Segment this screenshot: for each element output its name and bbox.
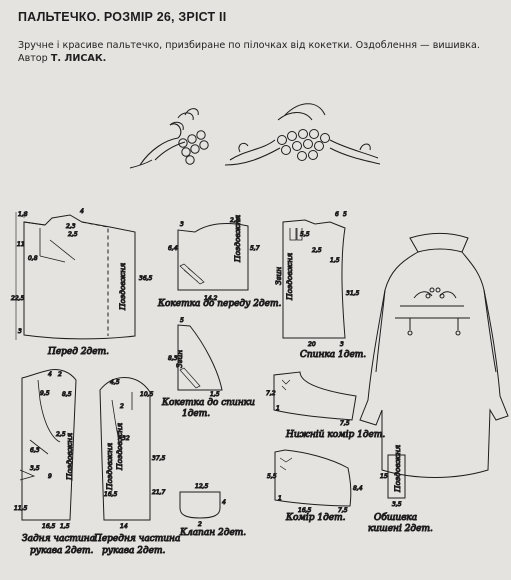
lower-collar-label: Нижній комір 1дет. [285, 430, 385, 440]
front-dim-3: 2,3 [66, 223, 76, 230]
collar-dim-3: 7,5 [338, 507, 348, 514]
lower-collar-dim-1: 7,2 [266, 390, 276, 397]
sleeve-front-dim-7: 16,5 [104, 491, 118, 498]
sleeve-front-dim-2: 10,5 [140, 391, 154, 398]
back-dim-7: 20 [308, 341, 316, 348]
pocket-trim-label-2: кишені 2дет. [368, 524, 433, 534]
back-yoke-dim-1: 5 [180, 317, 184, 324]
pocket-trim-dim-2: 3,5 [392, 501, 402, 508]
front-dim-5: 0,8 [28, 255, 38, 262]
sleeve-back-dim-8: 9 [48, 473, 52, 480]
collar-dim-1: 5,5 [267, 473, 277, 480]
sleeve-back-dim-3: 8,5 [62, 391, 72, 398]
sleeve-front-grain-label-2: Поздовжня [115, 423, 124, 471]
pattern-collar: 5,5 16,5 7,5 8,4 1 Комір 1дет. [267, 449, 363, 524]
pattern-front-yoke: 6,4 5,7 14,2 3 2,5 Поздовжня Кокетка до … [157, 214, 282, 309]
back-yoke-dim-2: 8,3 [168, 355, 178, 362]
flap-dim-2: 4 [222, 499, 226, 506]
embroidery-left [129, 108, 209, 169]
back-dim-2: 5 [343, 211, 347, 218]
sleeve-front-dim-5: 37,5 [152, 455, 166, 462]
sleeve-front-dim-4: 32 [122, 435, 130, 442]
sleeve-front-dim-6: 21,7 [152, 489, 166, 496]
sleeve-front-dim-3: 2 [120, 403, 124, 410]
front-yoke-grain-label: Поздовжня [233, 215, 242, 263]
back-dim-5: 5,5 [300, 231, 310, 238]
coat-illustration [359, 233, 509, 478]
pattern-flap: 12,5 4 2 Клапан 2дет. [179, 483, 247, 539]
pocket-trim-dim-1: 15 [380, 473, 388, 480]
collar-label: Комір 1дет. [285, 513, 346, 523]
front-dim-9: 3 [18, 328, 22, 335]
front-dim-2: 4 [80, 208, 84, 215]
sleeve-back-dim-10: 1,5 [60, 523, 70, 530]
pattern-sleeve-front: 4,5 10,5 2 32 37,5 21,7 16,5 14 Поздовжн… [93, 377, 181, 557]
front-dim-8: 36,5 [139, 275, 153, 282]
pattern-lower-collar: 7,2 1 7,5 Нижній комір 1дет. [266, 371, 386, 441]
page-description: Зручне і красиве пальтечко, призбиране п… [18, 40, 498, 65]
flap-label: Клапан 2дет. [179, 528, 246, 538]
pocket-trim-label-1: Обшивка [374, 512, 417, 523]
collar-dim-5: 1 [278, 495, 282, 502]
sleeve-back-dim-1: 4 [48, 371, 52, 378]
lower-collar-dim-3: 7,5 [340, 420, 350, 427]
sleeve-back-label-1: Задня частина [22, 534, 95, 544]
back-dim-1: 6 [335, 211, 339, 218]
back-label: Спинка 1дет. [300, 350, 366, 360]
front-dim-1: 1,8 [18, 211, 28, 218]
front-yoke-label: Кокетка до переду 2дет. [157, 299, 281, 309]
sleeve-back-dim-7: 3,5 [30, 465, 40, 472]
pattern-front: 1,8 4 2,3 2,5 0,8 11 22,5 36,5 3 Поздовж… [11, 208, 154, 358]
sleeve-back-dim-11: 11,5 [14, 505, 28, 512]
sleeve-back-dim-4: 9,5 [40, 390, 50, 397]
sleeve-front-dim-1: 4,5 [110, 379, 120, 386]
sleeve-back-dim-9: 16,5 [42, 523, 56, 530]
front-dim-4: 2,5 [68, 231, 78, 238]
flap-dim-1: 12,5 [195, 483, 209, 490]
pocket-trim-grain-label: Поздовжня [393, 445, 402, 493]
back-fold-label: Згин [274, 267, 283, 285]
back-dim-6: 31,5 [346, 290, 360, 297]
back-yoke-fold-label: Згин [175, 350, 184, 368]
front-dim-7: 22,5 [11, 295, 25, 302]
sleeve-back-label-2: рукава 2дет. [30, 546, 93, 556]
flap-dim-3: 2 [198, 521, 202, 528]
front-yoke-dim-5: 2,5 [230, 217, 240, 224]
sleeve-front-label-1: Передня частина [93, 534, 180, 544]
pattern-sleeve-back: 4 2 8,5 9,5 6,3 2,5 3,5 9 16,5 1,5 11,5 … [14, 369, 96, 557]
lower-collar-dim-2: 1 [276, 405, 280, 412]
sleeve-front-dim-8: 14 [120, 523, 128, 530]
front-label: Перед 2дет. [47, 347, 109, 357]
back-yoke-dim-3: 1,5 [210, 391, 220, 398]
sleeve-back-dim-2: 2 [58, 371, 62, 378]
back-yoke-count: 1дет. [182, 409, 210, 419]
collar-dim-2: 16,5 [298, 507, 312, 514]
author-name: Т. ЛИСАК. [50, 52, 107, 64]
sleeve-back-grain-label: Поздовжня [65, 433, 74, 481]
pattern-back: 6 5 2,5 1,5 5,5 31,5 20 3 Згин Поздовжня… [274, 211, 367, 361]
pattern-pocket-trim: 15 3,5 Поздовжня Обшивка кишені 2дет. [368, 444, 434, 534]
page-title: ПАЛЬТЕЧКО. РОЗМІР 26, ЗРІСТ ІІ [18, 10, 227, 24]
back-grain-label: Поздовжня [285, 253, 294, 301]
sleeve-back-dim-6: 2,5 [56, 431, 66, 438]
embroidery-center [224, 103, 381, 166]
front-yoke-dim-2: 5,7 [250, 245, 260, 252]
sleeve-front-label-2: рукава 2дет. [102, 546, 165, 556]
back-dim-3: 2,5 [312, 247, 322, 254]
description-text: Зручне і красиве пальтечко, призбиране п… [18, 40, 480, 64]
pattern-back-yoke: 5 8,3 1,5 Згин Кокетка до спинки 1дет. [161, 317, 256, 420]
sleeve-back-dim-5: 6,3 [30, 447, 40, 454]
front-grain-label: Поздовжня [118, 263, 127, 311]
collar-dim-4: 8,4 [353, 485, 363, 492]
back-dim-4: 1,5 [330, 257, 340, 264]
front-yoke-dim-1: 6,4 [168, 245, 178, 252]
front-yoke-dim-4: 3 [180, 221, 184, 228]
front-yoke-dim-3: 14,2 [204, 295, 218, 302]
sleeve-front-grain-label-1: Поздовжня [105, 443, 114, 491]
back-yoke-label: Кокетка до спинки [161, 398, 255, 408]
front-dim-6: 11 [17, 241, 25, 248]
back-dim-8: 3 [340, 341, 344, 348]
